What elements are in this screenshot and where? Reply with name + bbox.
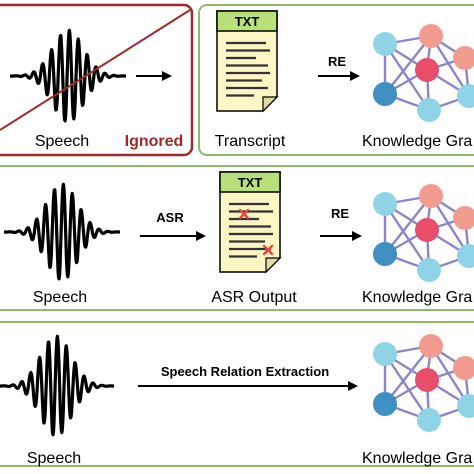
- graph-node: [457, 244, 474, 268]
- strikethrough-line: [0, 9, 191, 131]
- speech-relation-extraction-label: Speech Relation Extraction: [161, 364, 329, 379]
- asr-panel: [0, 165, 474, 311]
- document-fold: [262, 96, 279, 113]
- graph-node: [373, 392, 397, 416]
- speech-waveform-row2: [2, 182, 122, 281]
- speech-waveform: [8, 28, 128, 123]
- knowledge-graph-label-row2: Knowledge Gra: [362, 289, 472, 306]
- graph-node: [373, 242, 397, 266]
- speech-re-panel: [0, 321, 474, 467]
- knowledge-graph-row3: [373, 334, 474, 432]
- waveform-path: [8, 28, 128, 123]
- graph-edge: [384, 195, 432, 255]
- transcript-document: [216, 10, 279, 113]
- re-label-row1: RE: [328, 54, 346, 69]
- asr-output-document: [219, 171, 282, 274]
- asr-label: ASR: [156, 210, 184, 225]
- error-x-mark: [238, 208, 250, 220]
- speech-label: Speech: [35, 133, 89, 150]
- graph-node: [417, 258, 441, 282]
- transcript-panel: [198, 4, 474, 156]
- graph-node: [453, 206, 474, 230]
- graph-node: [417, 408, 441, 432]
- graph-edge: [384, 35, 432, 95]
- graph-node: [415, 58, 439, 82]
- graph-node: [453, 46, 474, 70]
- graph-edge: [384, 345, 432, 405]
- speech-waveform-row3: [0, 334, 116, 437]
- knowledge-graph-row1: [373, 24, 474, 122]
- asr-output-label: ASR Output: [211, 289, 297, 306]
- ignored-panel: [0, 3, 194, 157]
- knowledge-graph-label-row3: Knowledge Gra: [362, 450, 472, 467]
- graph-node: [373, 82, 397, 106]
- graph-node: [373, 192, 397, 216]
- document-fold: [265, 257, 282, 274]
- graph-node: [373, 342, 397, 366]
- txt-header-label: TXT: [235, 14, 260, 29]
- document-header: [219, 171, 281, 193]
- graph-node: [417, 98, 441, 122]
- graph-edge: [384, 353, 430, 421]
- transcript-label: Transcript: [215, 133, 286, 150]
- error-x-mark: [262, 244, 274, 256]
- graph-node: [457, 394, 474, 418]
- graph-node: [373, 32, 397, 56]
- graph-node: [419, 334, 443, 358]
- graph-node: [415, 368, 439, 392]
- graph-node: [419, 24, 443, 48]
- speech-label-row3: Speech: [27, 450, 81, 467]
- knowledge-graph-label-row1: Knowledge Gra: [362, 133, 472, 150]
- graph-node: [419, 184, 443, 208]
- graph-edge: [384, 43, 430, 111]
- graph-node: [415, 218, 439, 242]
- ignored-label: Ignored: [125, 133, 184, 150]
- waveform-path: [0, 334, 116, 437]
- knowledge-graph-row2: [373, 184, 474, 282]
- re-label-row2: RE: [331, 206, 349, 221]
- graph-node: [453, 356, 474, 380]
- document-header: [216, 10, 278, 32]
- speech-label-row2: Speech: [33, 289, 87, 306]
- graph-edge: [384, 203, 430, 271]
- waveform-path: [2, 182, 122, 281]
- txt-header-label-row2: TXT: [238, 175, 263, 190]
- graph-node: [457, 84, 474, 108]
